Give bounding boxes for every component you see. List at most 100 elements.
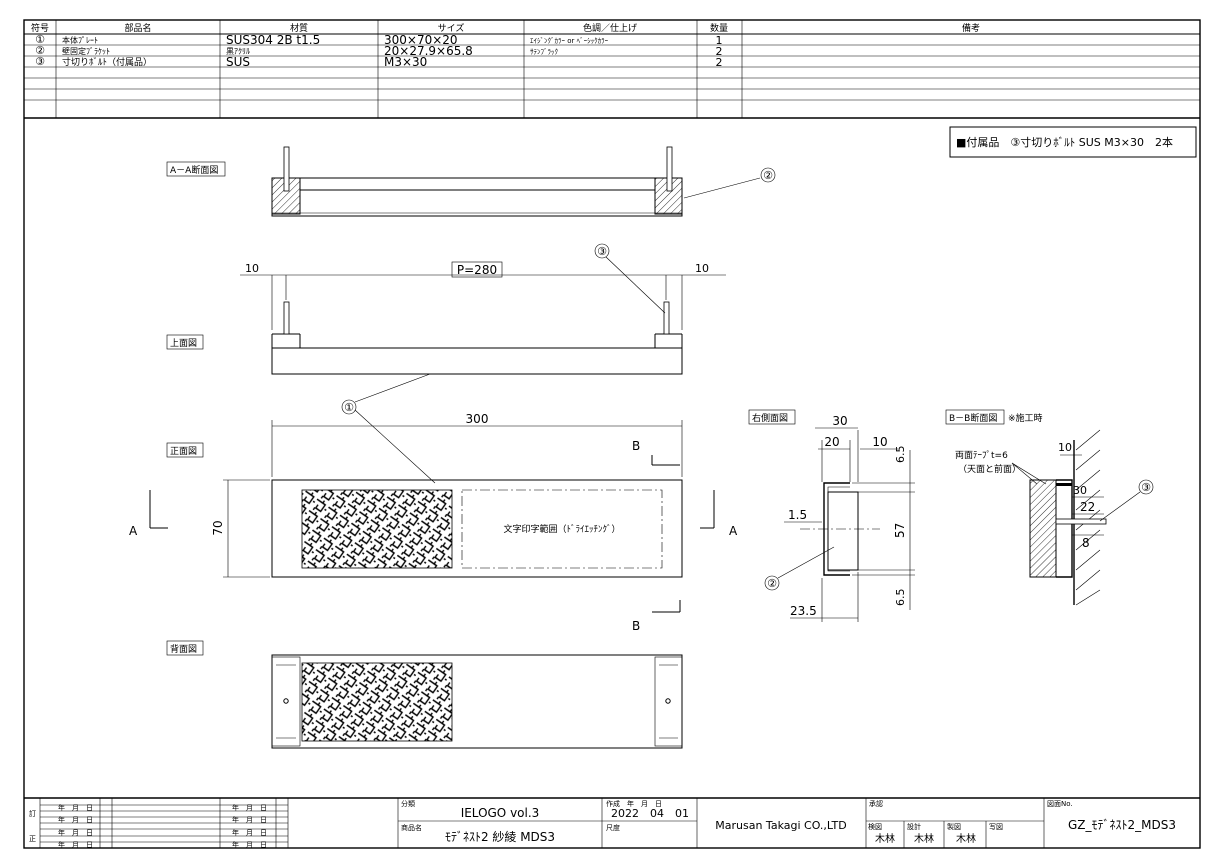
svg-text:寸切りﾎﾞﾙﾄ（付属品）: 寸切りﾎﾞﾙﾄ（付属品）	[62, 56, 152, 68]
label-section-bb-note: ※施工時	[1008, 412, 1043, 424]
dim-side-57: 57	[893, 523, 907, 538]
part-label: 商品名	[401, 823, 422, 832]
rev-mark-1: 訂	[29, 809, 36, 818]
svg-text:年 月 日: 年 月 日	[232, 803, 267, 812]
callout-2-side: ②	[767, 577, 777, 590]
dim-bb-30: 30	[1073, 484, 1087, 497]
dim-width: 300	[466, 412, 489, 426]
svg-text:年 月 日: 年 月 日	[58, 828, 93, 837]
section-mark-a-right: A	[729, 524, 738, 538]
print-area-label: 文字印字範囲（ﾄﾞﾗｲｴｯﾁﾝｸﾞ）	[503, 523, 620, 535]
callout-1: ①	[344, 401, 354, 414]
svg-text:1: 1	[716, 34, 723, 47]
dim-side-depth: 30	[832, 414, 847, 428]
dim-bb-10: 10	[1058, 441, 1072, 454]
class-label: 分類	[401, 799, 415, 808]
svg-text:年 月 日: 年 月 日	[58, 840, 93, 849]
svg-text:20×27.9×65.8: 20×27.9×65.8	[384, 44, 473, 58]
callout-3: ③	[597, 245, 607, 258]
svg-text:本体ﾌﾟﾚｰﾄ: 本体ﾌﾟﾚｰﾄ	[62, 35, 98, 45]
svg-text:ｴｲｼﾞﾝｸﾞｶﾗｰ or ﾍﾞｰｼｯｸｶﾗｰ: ｴｲｼﾞﾝｸﾞｶﾗｰ or ﾍﾞｰｼｯｸｶﾗｰ	[530, 37, 609, 45]
svg-text:2: 2	[716, 56, 723, 69]
header-size: サイズ	[438, 22, 465, 34]
dim-side-1-5: 1.5	[788, 508, 807, 522]
svg-text:①: ①	[35, 33, 45, 46]
sheet-border	[23, 19, 1201, 849]
svg-text:ｻﾃﾝﾌﾞﾗｯｸ: ｻﾃﾝﾌﾞﾗｯｸ	[530, 48, 558, 56]
back-view-drawing	[271, 654, 683, 749]
dim-pitch: P=280	[457, 263, 497, 277]
created-label: 作成 年 月 日	[606, 799, 662, 808]
dim-bb-22: 22	[1080, 500, 1095, 514]
header-material: 材質	[290, 22, 308, 34]
svg-text:壁固定ﾌﾞﾗｹｯﾄ: 壁固定ﾌﾞﾗｹｯﾄ	[62, 46, 110, 56]
label-section-aa: A－A断面図	[170, 164, 218, 176]
front-view-drawing: 文字印字範囲（ﾄﾞﾗｲｴｯﾁﾝｸﾞ） 300 70 A A B B	[129, 409, 738, 633]
dim-side-20: 20	[824, 435, 839, 449]
svg-text:2: 2	[716, 45, 723, 58]
section-bb-drawing: 10 30 22 8 両面ﾃｰﾌﾟt=6 （天面と前面） ③	[955, 429, 1154, 606]
title-block: 訂 正 年 月 日 年 月 日 年 月 日 年 月 日 年 月 日 年 月 日 …	[24, 797, 1200, 849]
dim-right-offset: 10	[695, 262, 709, 275]
header-finish: 色調／仕上げ	[583, 22, 637, 34]
header-qty: 数量	[710, 22, 728, 34]
svg-text:②: ②	[35, 44, 45, 57]
label-top-view: 上面図	[170, 338, 197, 349]
draw-label: 製図	[947, 822, 961, 831]
svg-text:年 月 日: 年 月 日	[58, 803, 93, 812]
svg-text:黒ｱｸﾘﾙ: 黒ｱｸﾘﾙ	[226, 47, 250, 56]
svg-text:年 月 日: 年 月 日	[232, 840, 267, 849]
label-right-view: 右側面図	[752, 412, 788, 424]
trace-label: 写図	[989, 823, 1003, 831]
label-section-bb: B－B断面図	[949, 412, 997, 424]
svg-text:SUS304 2B t1.5: SUS304 2B t1.5	[226, 33, 320, 47]
tape-note-2: （天面と前面）	[958, 463, 1021, 475]
table-row: ① 本体ﾌﾟﾚｰﾄ SUS304 2B t1.5 300×70×20 ｴｲｼﾞﾝ…	[35, 33, 722, 47]
table-row: ② 壁固定ﾌﾞﾗｹｯﾄ 黒ｱｸﾘﾙ 20×27.9×65.8 ｻﾃﾝﾌﾞﾗｯｸ …	[35, 44, 722, 58]
header-note: 備考	[962, 22, 980, 34]
dim-side-23-5: 23.5	[790, 604, 817, 618]
section-mark-a-left: A	[129, 524, 138, 538]
accessory-note: ■付属品 ③寸切りﾎﾞﾙﾄ SUS M3×30 2本	[956, 135, 1173, 149]
svg-text:年 月 日: 年 月 日	[58, 815, 93, 824]
svg-text:300×70×20: 300×70×20	[384, 33, 458, 47]
tape-note-1: 両面ﾃｰﾌﾟt=6	[955, 450, 1008, 461]
dim-side-10: 10	[872, 435, 887, 449]
check-value: 木林	[875, 832, 895, 845]
label-front-view: 正面図	[170, 446, 197, 457]
draw-value: 木林	[956, 832, 976, 845]
created-value: 2022 04 01	[611, 807, 689, 820]
dim-left-offset: 10	[245, 262, 259, 275]
rev-mark-2: 正	[29, 835, 36, 843]
callout-3-bb: ③	[1141, 481, 1151, 494]
drawing-no: GZ_ﾓﾃﾞﾈｽﾄ2_MDS3	[1068, 818, 1176, 832]
section-mark-b-bottom: B	[632, 619, 640, 633]
section-mark-b-top: B	[632, 439, 640, 453]
label-back-view: 背面図	[170, 643, 197, 655]
check-label: 検図	[868, 822, 882, 831]
header-name: 部品名	[124, 22, 151, 34]
approve-label: 承認	[869, 799, 883, 808]
svg-text:M3×30: M3×30	[384, 55, 427, 69]
dim-bb-8: 8	[1082, 536, 1090, 550]
callout-2: ②	[763, 169, 773, 182]
dim-height: 70	[211, 520, 225, 535]
header-symbol: 符号	[31, 22, 49, 34]
svg-text:年 月 日: 年 月 日	[232, 815, 267, 824]
class-value: IELOGO vol.3	[461, 806, 540, 820]
dim-side-6-5-bot: 6.5	[894, 589, 907, 607]
top-view-drawing: P=280 10 10 ③ ①	[240, 243, 726, 415]
part-value: ﾓﾃﾞﾈｽﾄ2 紗綾 MDS3	[445, 829, 555, 844]
view-labels: A－A断面図 上面図 正面図 背面図 右側面図 B－B断面図 ※施工時	[166, 161, 1043, 656]
svg-text:年 月 日: 年 月 日	[232, 828, 267, 837]
svg-text:SUS: SUS	[226, 55, 250, 69]
design-label: 設計	[907, 822, 921, 831]
dim-side-6-5-top: 6.5	[894, 446, 907, 464]
design-value: 木林	[914, 832, 934, 845]
table-row: ③ 寸切りﾎﾞﾙﾄ（付属品） SUS M3×30 2	[35, 55, 722, 69]
company-name: Marusan Takagi CO.,LTD	[715, 819, 846, 832]
right-side-view-drawing: 30 20 10 6.5 57 6.5 1.5 23.5 ②	[764, 414, 915, 622]
scale-label: 尺度	[606, 823, 620, 832]
drawing-no-label: 図面No.	[1047, 800, 1073, 808]
